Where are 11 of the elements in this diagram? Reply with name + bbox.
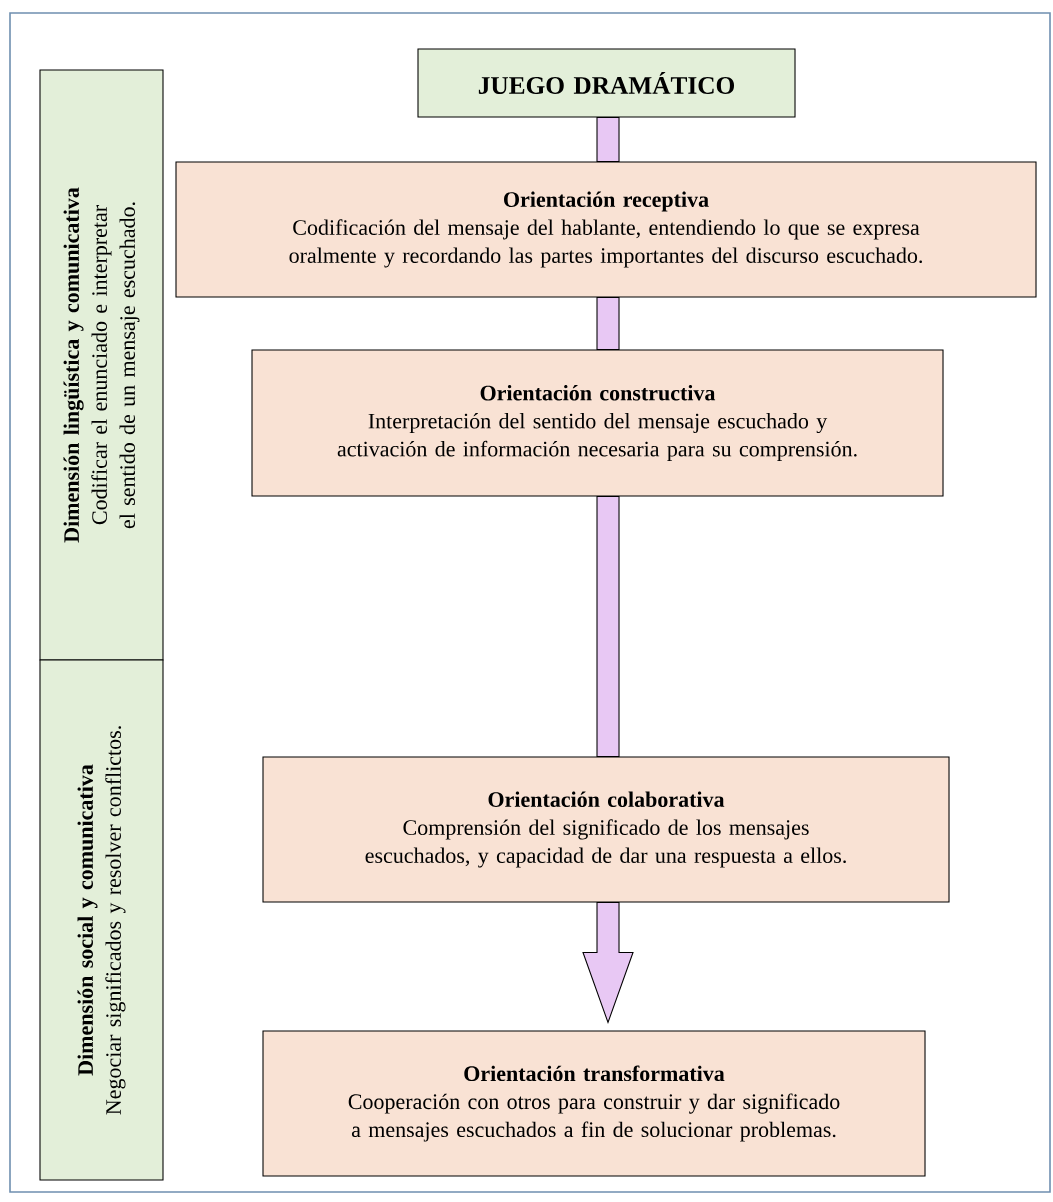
arrow	[582, 902, 634, 1025]
orientation-box: Orientación transformativa Cooperación con otros para construir y dar significado a mensajes escuchados a fin de solucionar problemas.	[262, 1030, 926, 1177]
orientation-box: Orientación receptiva Codificación del mensaje del hablante, entendiendo lo que se expresa oralmente y recordando las partes importantes del discurso escuchado.	[175, 161, 1037, 298]
connector-bar	[596, 496, 620, 757]
title-box: JUEGO DRAMÁTICO	[417, 48, 796, 118]
connector-bar	[596, 297, 620, 350]
dimension-box: Dimensión social y comunicativa Negociar significados y resolver conflictos.	[39, 659, 164, 1181]
orientation-box: Orientación constructiva Interpretación del sentido del mensaje escuchado y activación de información necesaria para su comprensión.	[251, 349, 944, 497]
dimension-box: Dimensión lingüística y comunicativa Codificar el enunciado e interpretar el sentido de un mensaje escuchado.	[39, 69, 164, 661]
connector-bar	[596, 117, 620, 162]
orientation-box: Orientación colaborativa Comprensión del significado de los mensajes escuchados, y capacidad de dar una respuesta a ellos.	[262, 756, 950, 903]
